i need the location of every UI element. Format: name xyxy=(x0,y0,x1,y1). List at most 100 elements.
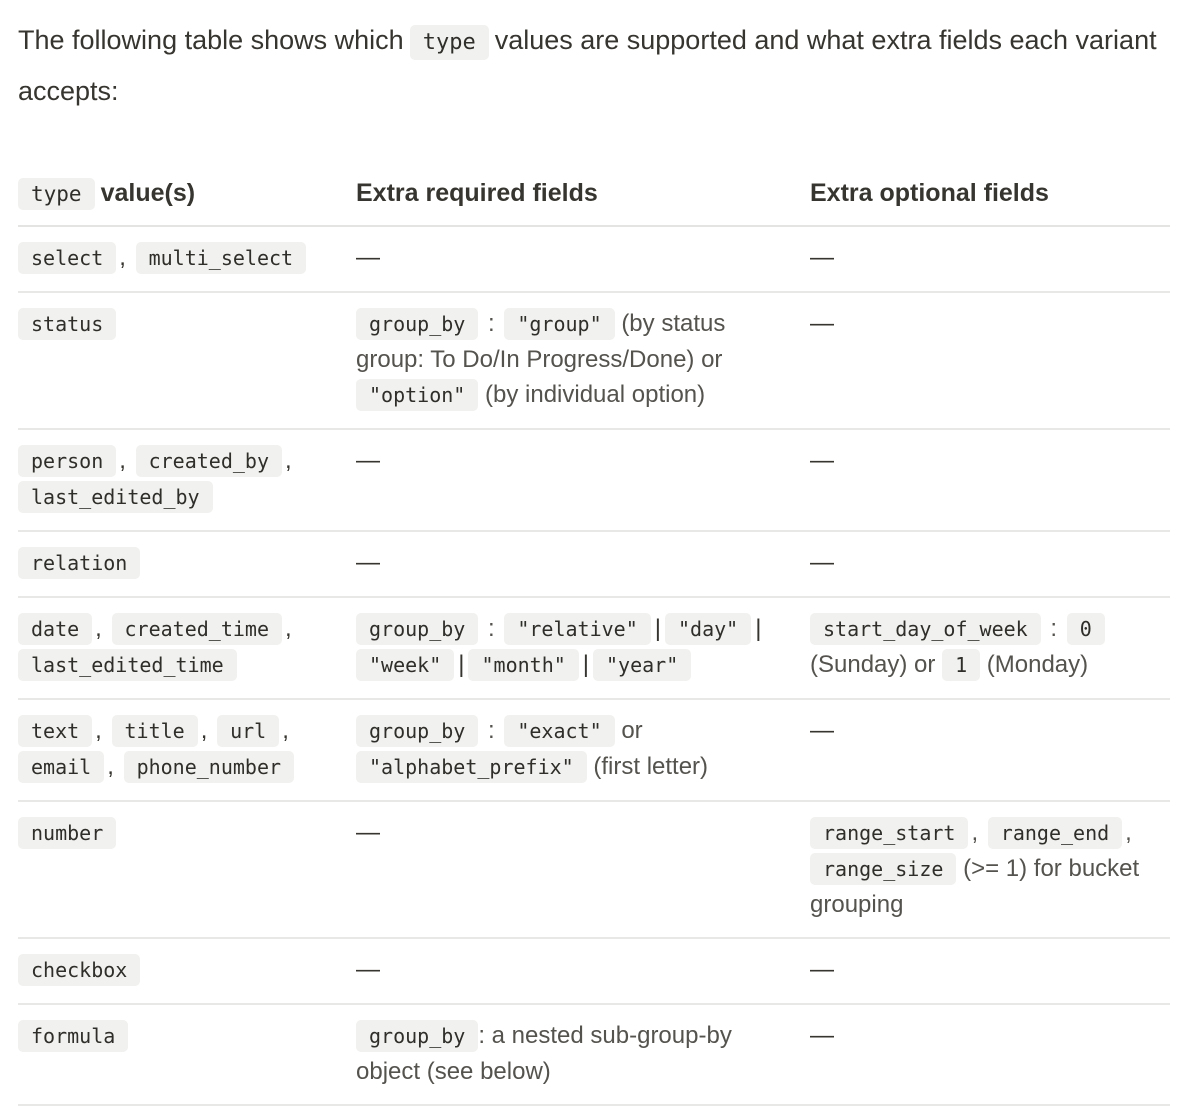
cell-optional: — xyxy=(810,292,1170,430)
cell-required: group_by : "relative"|"day"| "week"|"mon… xyxy=(356,597,810,700)
field-code: group_by xyxy=(356,613,479,645)
cell-types: text, title, url, email, phone_number xyxy=(18,699,356,802)
field-code: range_start xyxy=(810,817,969,849)
value-code: "day" xyxy=(665,613,752,645)
field-code: range_end xyxy=(987,817,1123,849)
field-code: group_by xyxy=(356,715,479,747)
value-code: "alphabet_prefix" xyxy=(356,751,587,783)
cell-optional: range_start, range_end, range_size (>= 1… xyxy=(810,801,1170,939)
cell-optional: — xyxy=(810,531,1170,598)
field-code: group_by xyxy=(356,1020,479,1052)
type-code: phone_number xyxy=(123,751,295,783)
table-row: checkbox — — xyxy=(18,938,1170,1005)
field-description: (by individual option) xyxy=(485,381,706,408)
cell-optional: — xyxy=(810,1004,1170,1106)
value-code: "week" xyxy=(356,649,455,681)
field-description: (first letter) xyxy=(593,753,709,780)
value-code: "exact" xyxy=(504,715,615,747)
cell-required: — xyxy=(356,429,810,532)
value-code: 1 xyxy=(942,649,981,681)
value-code: "month" xyxy=(468,649,579,681)
field-description: (by status group: To Do/In Progress/Done… xyxy=(356,310,726,373)
empty-dash: — xyxy=(810,447,834,474)
cell-required: — xyxy=(356,226,810,293)
type-code: email xyxy=(18,751,105,783)
type-code: text xyxy=(18,715,93,747)
cell-optional: — xyxy=(810,429,1170,532)
cell-required: group_by: a nested sub-group-by object (… xyxy=(356,1004,810,1106)
type-code: select xyxy=(18,242,117,274)
field-description: (>= 1) for bucket grouping xyxy=(810,855,1140,918)
table-row: text, title, url, email, phone_number gr… xyxy=(18,699,1170,802)
field-code: group_by xyxy=(356,308,479,340)
empty-dash: — xyxy=(810,717,834,744)
cell-optional: — xyxy=(810,938,1170,1005)
field-code: range_size xyxy=(810,853,957,885)
type-code: last_edited_by xyxy=(18,481,213,513)
cell-types: select, multi_select xyxy=(18,226,356,293)
type-code: last_edited_time xyxy=(18,649,237,681)
value-code: "year" xyxy=(593,649,692,681)
empty-dash: — xyxy=(356,244,380,271)
cell-types: relation xyxy=(18,531,356,598)
cell-types: status xyxy=(18,292,356,430)
header-type-code: type xyxy=(18,178,95,210)
cell-types: formula xyxy=(18,1004,356,1106)
empty-dash: — xyxy=(810,1022,834,1049)
type-code: number xyxy=(18,817,117,849)
type-code: url xyxy=(217,715,280,747)
type-code: title xyxy=(111,715,198,747)
cell-required: — xyxy=(356,801,810,939)
empty-dash: — xyxy=(810,956,834,983)
cell-optional: start_day_of_week : 0 (Sunday) or 1 (Mon… xyxy=(810,597,1170,700)
cell-required: — xyxy=(356,938,810,1005)
cell-types: date, created_time, last_edited_time xyxy=(18,597,356,700)
type-code: created_by xyxy=(135,445,283,477)
type-code: date xyxy=(18,613,93,645)
cell-required: group_by : "exact" or "alphabet_prefix" … xyxy=(356,699,810,802)
empty-dash: — xyxy=(356,549,380,576)
cell-types: person, created_by, last_edited_by xyxy=(18,429,356,532)
field-description: (Sunday) or xyxy=(810,651,936,678)
empty-dash: — xyxy=(356,447,380,474)
type-code: created_time xyxy=(111,613,283,645)
type-code: checkbox xyxy=(18,954,141,986)
type-code: status xyxy=(18,308,117,340)
cell-optional: — xyxy=(810,699,1170,802)
cell-types: number xyxy=(18,801,356,939)
value-code: "option" xyxy=(356,379,479,411)
type-code: multi_select xyxy=(135,242,307,274)
value-code: "relative" xyxy=(504,613,651,645)
intro-inline-code: type xyxy=(409,25,489,60)
header-required-fields: Extra required fields xyxy=(356,176,810,227)
cell-required: — xyxy=(356,531,810,598)
table-row: person, created_by, last_edited_by — — xyxy=(18,429,1170,532)
cell-types: checkbox xyxy=(18,938,356,1005)
type-code: relation xyxy=(18,547,141,579)
value-code: 0 xyxy=(1066,613,1105,645)
field-description: or xyxy=(621,717,643,744)
intro-text-before: The following table shows which xyxy=(18,25,404,55)
type-code: person xyxy=(18,445,117,477)
cell-required: group_by : "group" (by status group: To … xyxy=(356,292,810,430)
intro-text-after: values are supported and what extra fiel… xyxy=(18,25,1157,106)
value-code: "group" xyxy=(504,308,615,340)
type-code: formula xyxy=(18,1020,129,1052)
table-row: select, multi_select — — xyxy=(18,226,1170,293)
table-row: status group_by : "group" (by status gro… xyxy=(18,292,1170,430)
empty-dash: — xyxy=(810,244,834,271)
empty-dash: — xyxy=(810,310,834,337)
empty-dash: — xyxy=(356,956,380,983)
empty-dash: — xyxy=(810,549,834,576)
header-optional-fields: Extra optional fields xyxy=(810,176,1170,227)
empty-dash: — xyxy=(356,819,380,846)
table-row: date, created_time, last_edited_time gro… xyxy=(18,597,1170,700)
table-row: formula group_by: a nested sub-group-by … xyxy=(18,1004,1170,1106)
table-row: relation — — xyxy=(18,531,1170,598)
table-row: number — range_start, range_end, range_s… xyxy=(18,801,1170,939)
header-type-text: value(s) xyxy=(100,179,196,207)
